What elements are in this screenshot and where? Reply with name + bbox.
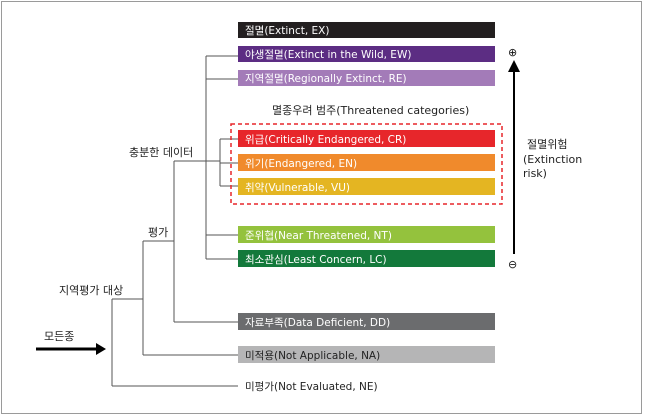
bar-en: [238, 154, 495, 171]
extinction-risk-axis: [508, 60, 520, 254]
bar-vu: [238, 178, 495, 195]
adequate-data-label: 충분한 데이터: [129, 146, 193, 159]
label-dd: 자료부족(Data Deficient, DD): [245, 317, 390, 329]
label-ne: 미평가(Not Evaluated, NE): [245, 381, 378, 393]
risk-label-en-2: risk): [523, 167, 547, 180]
label-ex: 절멸(Extinct, EX): [245, 24, 329, 37]
bar-ew: [238, 46, 495, 62]
plus-sign: ⊕: [508, 46, 517, 59]
label-vu: 취약(Vulnerable, VU): [245, 182, 350, 194]
risk-label-ko: 절멸위험: [527, 138, 567, 151]
threatened-group-box: [230, 123, 503, 205]
label-cr: 위급(Critically Endangered, CR): [245, 133, 406, 146]
label-en: 위기(Endangered, EN): [245, 157, 357, 170]
bar-na: [238, 346, 495, 363]
all-species-label: 모든종: [44, 330, 74, 343]
bar-dd: [238, 313, 495, 330]
label-nt: 준위협(Near Threatened, NT): [245, 229, 392, 242]
regional-target-label: 지역평가 대상: [59, 284, 123, 297]
tree-connectors: [111, 55, 238, 387]
bar-lc: [238, 250, 495, 267]
bar-re: [238, 70, 495, 86]
all-species-arrow: [36, 343, 106, 355]
label-re: 지역절멸(Regionally Extinct, RE): [245, 72, 407, 85]
minus-sign: ⊖: [508, 258, 517, 271]
category-labels: 절멸(Extinct, EX) 야생절멸(Extinct in the Wild…: [245, 24, 411, 393]
bar-nt: [238, 226, 495, 243]
bar-cr: [238, 130, 495, 147]
evaluated-label: 평가: [148, 226, 168, 239]
label-lc: 최소관심(Least Concern, LC): [245, 254, 387, 266]
category-bars: [238, 22, 495, 363]
bar-ex: [238, 22, 495, 38]
threatened-title: 멸종우려 범주(Threatened categories): [272, 104, 469, 117]
risk-label-en-1: (Extinction: [523, 153, 582, 166]
label-na: 미적용(Not Applicable, NA): [245, 350, 380, 362]
label-ew: 야생절멸(Extinct in the Wild, EW): [245, 48, 411, 61]
